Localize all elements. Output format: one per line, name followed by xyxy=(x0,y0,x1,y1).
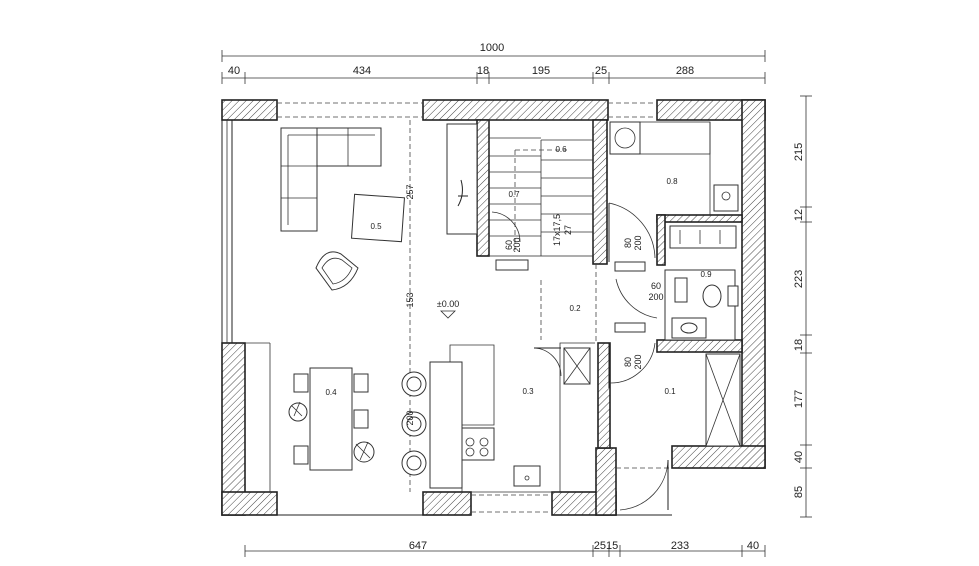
level-mark: ±0.00 xyxy=(437,299,459,309)
top-dimension-lines xyxy=(221,50,766,84)
dim-inner-153: 153 xyxy=(405,292,415,307)
stairs-count: 27 xyxy=(563,225,573,235)
room-label-0-2: 0.2 xyxy=(569,304,581,313)
dim-top-total: 1000 xyxy=(480,42,504,54)
dim-bottom-seg-3: 233 xyxy=(671,540,689,552)
room-label-0-1: 0.1 xyxy=(664,387,676,396)
dim-right-seg-1: 215 xyxy=(793,143,805,161)
dim-top-seg-3: 18 xyxy=(477,65,489,77)
dim-right-seg-7: 85 xyxy=(793,486,805,498)
door-dim-2-w: 80 xyxy=(623,357,633,367)
dim-top-seg-6: 288 xyxy=(676,65,694,77)
walls xyxy=(221,99,766,516)
room-label-0-7: 0.7 xyxy=(508,190,520,199)
room-label-0-8: 0.8 xyxy=(666,177,678,186)
bottom-dimension-lines xyxy=(244,545,766,557)
dim-top-seg-4: 195 xyxy=(532,65,550,77)
coffee-table xyxy=(350,193,406,243)
dim-bottom-seg-4: 40 xyxy=(747,540,759,552)
room-label-0-4: 0.4 xyxy=(325,388,337,397)
dim-top-seg-2: 434 xyxy=(353,65,371,77)
door-dim-2-h: 200 xyxy=(633,354,643,369)
right-dimension-lines xyxy=(800,95,812,518)
dim-right-seg-3: 223 xyxy=(793,270,805,288)
door-dim-4-w: 60 xyxy=(504,240,514,250)
door-dim-3-w: 60 xyxy=(651,281,661,291)
level-triangle xyxy=(440,310,456,319)
stairs-label: 17x17,5 xyxy=(552,214,562,246)
armchair xyxy=(315,251,359,291)
door-dim-3-h: 200 xyxy=(648,292,663,302)
staircase xyxy=(488,119,594,257)
utility-room xyxy=(609,121,739,215)
dim-bottom-seg-2: 2515 xyxy=(594,540,618,552)
room-label-0-5: 0.5 xyxy=(370,222,382,231)
bar-stools xyxy=(401,371,427,476)
windows-and-outline xyxy=(221,102,672,516)
dim-right-seg-5: 177 xyxy=(793,390,805,408)
dim-bottom-seg-1: 647 xyxy=(409,540,427,552)
dim-top-seg-1: 40 xyxy=(228,65,240,77)
entry-closet xyxy=(563,347,741,447)
dim-top-seg-5: 25 xyxy=(595,65,607,77)
dining-table xyxy=(288,367,375,471)
dim-right-seg-2: 12 xyxy=(793,209,805,221)
door-dim-4-h: 200 xyxy=(512,237,522,252)
stair-landing-door xyxy=(495,259,529,271)
door-swings xyxy=(491,202,669,511)
dim-inner-257: 257 xyxy=(405,184,415,199)
dim-inner-200: 200 xyxy=(405,410,415,425)
door-dim-1-w: 80 xyxy=(623,238,633,248)
room-label-0-9: 0.9 xyxy=(700,270,712,279)
wardrobe xyxy=(446,123,478,235)
hall-lines xyxy=(540,261,646,343)
room-label-0-6: 0.6 xyxy=(555,145,567,154)
kitchen-counter xyxy=(429,342,595,493)
sofa xyxy=(280,127,382,232)
dim-right-seg-4: 18 xyxy=(793,339,805,351)
bathroom xyxy=(664,225,739,341)
door-dim-1-h: 200 xyxy=(633,235,643,250)
dim-right-seg-6: 40 xyxy=(793,451,805,463)
room-label-0-3: 0.3 xyxy=(522,387,534,396)
